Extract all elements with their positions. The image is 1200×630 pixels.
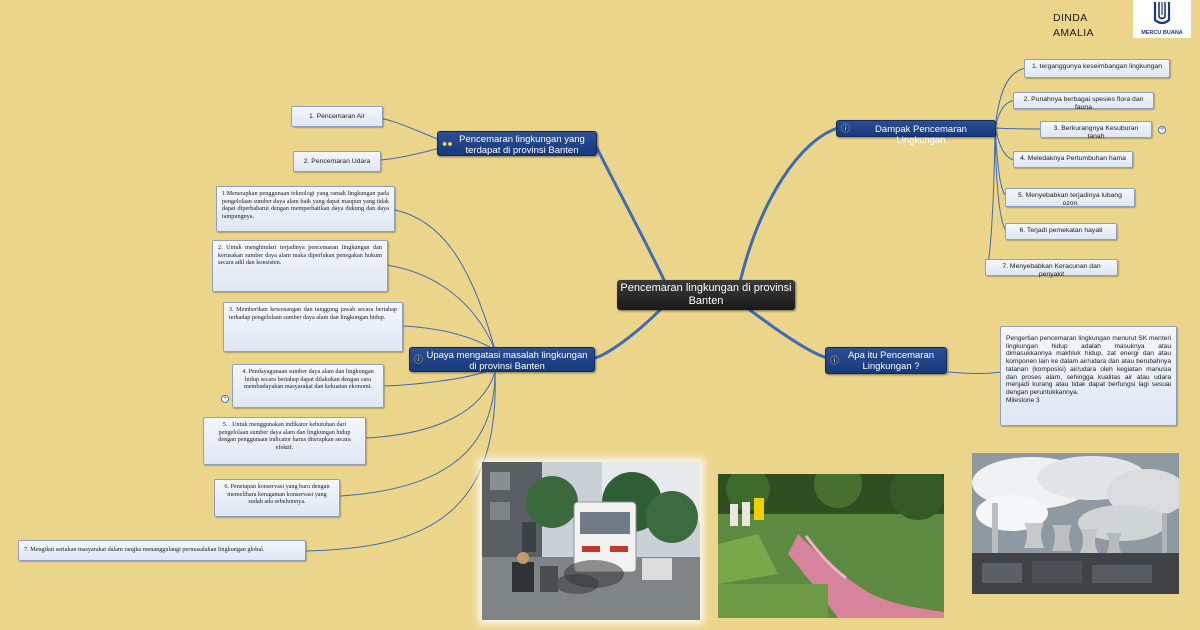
dampak-item-2[interactable]: 2. Punahnya berbagai spesies flora dan f… — [1013, 92, 1154, 111]
dampak-item-4-label: 4. Meledaknya Pertumbuhan hama — [1020, 155, 1126, 162]
topic-upaya[interactable]: ⓘ Upaya mengatasi masalah lingkungan di … — [409, 347, 595, 372]
traffic-smoke-photo — [482, 462, 700, 620]
upaya-item-5-label: 5. . Untuk menggunakan indikator kebutuh… — [218, 421, 351, 451]
topic-apa[interactable]: ⓘ Apa itu Pencemaran Lingkungan ? — [825, 347, 947, 374]
topic-upaya-label: Upaya mengatasi masalah lingkungan di pr… — [426, 350, 588, 372]
topic-pencemaran-label: Pencemaran lingkungan yang terdapat di p… — [459, 134, 585, 156]
dampak-item-5-label: 5. Menyebabkan terjadinya lubang ozon — [1018, 192, 1122, 207]
upaya-item-2-label: 2. Untuk menghindari terjadinya pencemar… — [218, 244, 382, 267]
upaya-item-2[interactable]: 2. Untuk menghindari terjadinya pencemar… — [212, 240, 388, 292]
dampak-item-7-label: 7. Menyebabkan Keracunan dan penyakit — [1002, 263, 1101, 278]
upaya-item-6-label: 6. Penetapan konservasi yang baru dengan… — [224, 483, 330, 506]
logo-text: MERCU BUANA — [1141, 30, 1183, 36]
topic-dampak[interactable]: ⓘ Dampak Pencemaran Lingkungan — [836, 120, 996, 146]
upaya-item-4[interactable]: 4. Pendayagunaan sumber daya alam dan li… — [232, 364, 384, 408]
dampak-item-3[interactable]: 3. Berkurangnya Kesuburan tanah — [1040, 121, 1152, 140]
people-icon: ●● — [442, 138, 453, 148]
info-icon: ⓘ — [841, 123, 851, 133]
upaya-item-1-label: 1.Menerapkan penggunaan teknologi yang r… — [222, 190, 389, 220]
dampak-item-5[interactable]: 5. Menyebabkan terjadinya lubang ozon — [1005, 188, 1135, 207]
expand-icon[interactable]: + — [1158, 126, 1166, 134]
dampak-item-2-label: 2. Punahnya berbagai spesies flora dan f… — [1023, 96, 1144, 111]
author-name: DINDA AMALIA — [1053, 11, 1123, 41]
dampak-item-7[interactable]: 7. Menyebabkan Keracunan dan penyakit — [985, 259, 1118, 278]
info-icon: ⓘ — [830, 355, 840, 365]
topic-dampak-label: Dampak Pencemaran Lingkungan — [875, 124, 967, 146]
upaya-item-3-label: 3. Memberikan kewenangan dan tanggung ja… — [229, 306, 397, 321]
pencemaran-item-1-label: 1. Pencemaran Air — [309, 113, 365, 120]
expand-icon[interactable]: + — [221, 395, 229, 403]
factory-smokestacks-photo — [972, 453, 1179, 594]
apa-note: Milestone 3 — [1006, 396, 1040, 404]
polluted-stream-photo — [718, 474, 944, 618]
topic-apa-label: Apa itu Pencemaran Lingkungan ? — [847, 350, 935, 372]
apa-definition-text: Pengertian pencemaran lingkungan menurut… — [1006, 335, 1171, 396]
central-topic-label: Pencemaran lingkungan di provinsi Banten — [620, 282, 792, 307]
info-icon: ⓘ — [414, 354, 424, 364]
upaya-item-6[interactable]: 6. Penetapan konservasi yang baru dengan… — [214, 479, 340, 517]
upaya-item-7-label: 7. Mengikut sertakan masyarakat dalam ra… — [24, 546, 265, 553]
dampak-item-1-label: 1. terganggunya keseimbangan lingkungan — [1032, 63, 1162, 70]
upaya-item-4-label: 4. Pendayagunaan sumber daya alam dan li… — [242, 368, 374, 391]
topic-pencemaran[interactable]: ●● Pencemaran lingkungan yang terdapat d… — [437, 131, 597, 156]
upaya-item-1[interactable]: 1.Menerapkan penggunaan teknologi yang r… — [216, 186, 395, 232]
dampak-item-4[interactable]: 4. Meledaknya Pertumbuhan hama — [1013, 151, 1133, 168]
dampak-item-6-label: 6. Terjadi pemekatan hayati — [1019, 227, 1103, 234]
author-first-name: DINDA — [1053, 12, 1088, 24]
central-topic[interactable]: Pencemaran lingkungan di provinsi Banten — [617, 280, 795, 310]
pencemaran-item-2[interactable]: 2. Pencemaran Udara — [293, 151, 381, 172]
pencemaran-item-1[interactable]: 1. Pencemaran Air — [291, 106, 383, 127]
upaya-item-5[interactable]: 5. . Untuk menggunakan indikator kebutuh… — [203, 417, 366, 465]
upaya-item-3[interactable]: 3. Memberikan kewenangan dan tanggung ja… — [223, 302, 403, 352]
apa-definition[interactable]: Pengertian pencemaran lingkungan menurut… — [1000, 326, 1177, 426]
dampak-item-6[interactable]: 6. Terjadi pemekatan hayati — [1005, 223, 1117, 240]
author-last-name: AMALIA — [1053, 27, 1094, 39]
pencemaran-item-2-label: 2. Pencemaran Udara — [303, 158, 371, 165]
upaya-item-7[interactable]: 7. Mengikut sertakan masyarakat dalam ra… — [18, 540, 306, 561]
university-logo: MERCU BUANA — [1133, 0, 1191, 38]
dampak-item-3-label: 3. Berkurangnya Kesuburan tanah — [1053, 125, 1139, 140]
dampak-item-1[interactable]: 1. terganggunya keseimbangan lingkungan — [1024, 59, 1170, 78]
university-logo-icon — [1153, 2, 1171, 25]
